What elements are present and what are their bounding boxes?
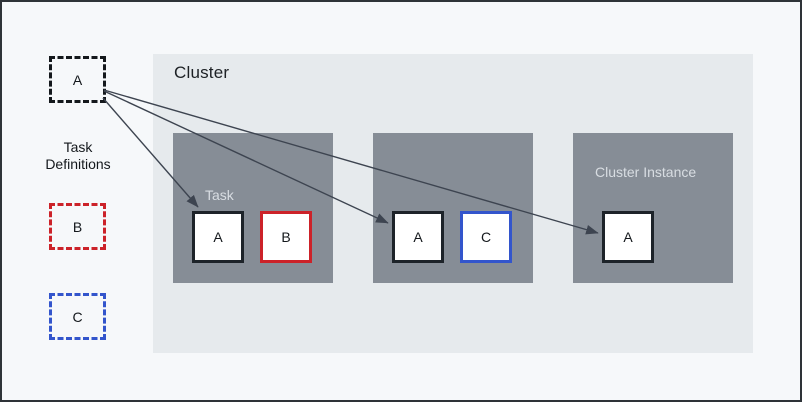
cluster-instance-group-label: Cluster Instance: [595, 164, 697, 180]
task-definitions-caption-line-2: Definitions: [45, 156, 111, 172]
task-definition-b[interactable]: B: [49, 203, 106, 250]
task-box-a-instance-2[interactable]: A: [392, 211, 444, 263]
task-definitions-caption: Task Definitions: [19, 139, 137, 173]
cluster-title: Cluster: [174, 63, 230, 82]
task-box-b-instance-1[interactable]: B: [260, 211, 312, 263]
task-box-label: C: [480, 229, 492, 245]
task-box-label: A: [623, 229, 633, 245]
task-definition-label: C: [72, 308, 83, 325]
task-box-label: B: [281, 229, 291, 245]
task-box-label: A: [413, 229, 423, 245]
task-definition-label: B: [72, 218, 83, 235]
task-definition-a[interactable]: A: [49, 56, 106, 103]
task-definition-c[interactable]: C: [49, 293, 106, 340]
task-box-label: A: [213, 229, 223, 245]
task-box-a-instance-1[interactable]: A: [192, 211, 244, 263]
task-definition-label: A: [72, 71, 83, 88]
task-box-c-instance-2[interactable]: C: [460, 211, 512, 263]
task-definitions-caption-line-1: Task: [63, 139, 93, 155]
task-box-a-instance-3[interactable]: A: [602, 211, 654, 263]
task-group-label: Task: [205, 187, 234, 203]
